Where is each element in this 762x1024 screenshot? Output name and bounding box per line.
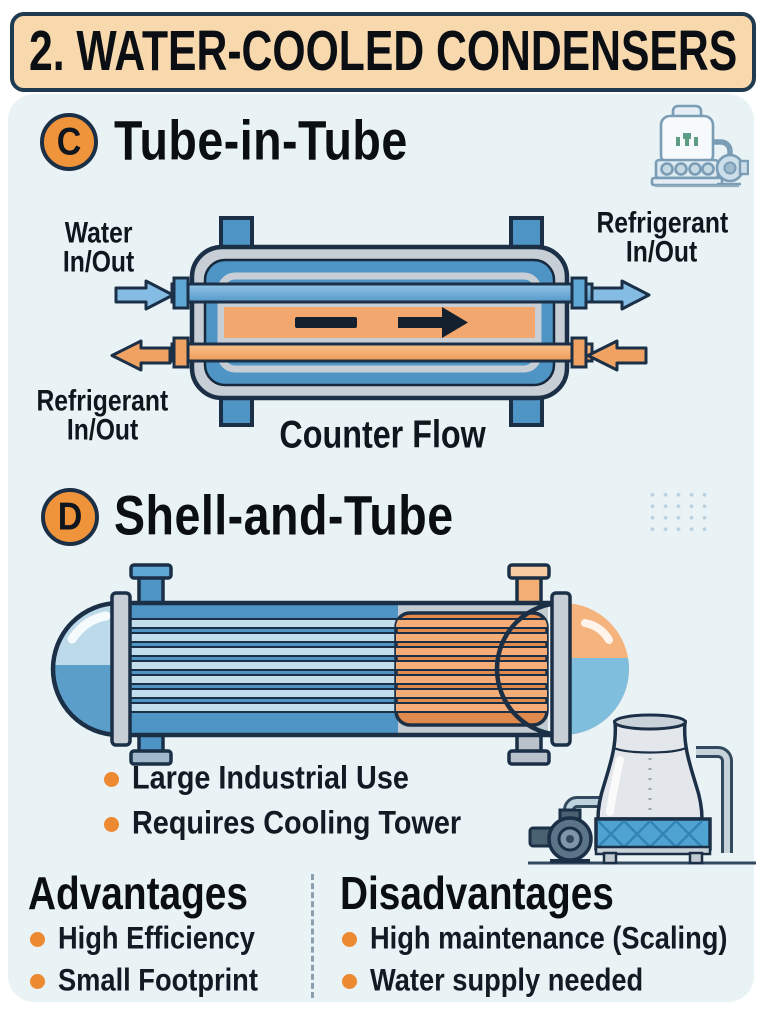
section-d-badge-letter: D	[57, 494, 83, 539]
refrigerant-annulus	[224, 302, 535, 343]
section-c-badge-letter: C	[56, 119, 82, 164]
tower-shell	[596, 713, 704, 821]
column-divider	[311, 874, 314, 998]
list-item: High Efficiency	[30, 922, 268, 956]
bullet-icon	[104, 816, 119, 832]
section-c-title: Tube-in-Tube	[114, 110, 408, 173]
list-item: Large Industrial Use	[104, 761, 420, 796]
refrigerant-in-out-label-left: Refrigerant In/Out	[36, 382, 169, 447]
bullet-icon	[30, 974, 45, 989]
disadvantages-heading: Disadvantages	[340, 868, 614, 920]
page-title: 2. WATER-COOLED CONDENSERS	[28, 20, 738, 83]
water-basin	[594, 817, 712, 865]
water-flow-arrow-icons	[114, 279, 651, 311]
list-item: Requires Cooling Tower	[104, 806, 475, 841]
tank-logo-mark	[676, 133, 698, 146]
counter-flow-caption: Counter Flow	[279, 413, 486, 457]
list-item: High maintenance (Scaling)	[342, 922, 750, 956]
water-pipe	[170, 276, 594, 310]
refrigerant-in-out-label-right: Refrigerant In/Out	[596, 204, 728, 269]
section-d-badge: D	[41, 488, 99, 546]
cooling-tower-illustration	[528, 713, 756, 865]
water-in-out-label: Water In/Out	[63, 214, 135, 279]
end-flanges	[110, 591, 572, 747]
water-tubes	[127, 618, 399, 713]
right-dome	[563, 603, 629, 735]
bullet-icon	[342, 932, 357, 947]
list-item: Water supply needed	[342, 964, 661, 998]
shell-and-tube-diagram	[50, 563, 629, 766]
list-item: Small Footprint	[30, 964, 271, 998]
dot-grid-decoration	[646, 489, 710, 533]
section-d-title: Shell-and-Tube	[114, 485, 454, 548]
bullet-icon	[30, 932, 45, 947]
flow-arrow-icons	[295, 307, 468, 338]
tube-in-tube-diagram	[110, 216, 651, 427]
section-c-badge: C	[40, 113, 98, 171]
refrigerant-flow-arrow-icons	[110, 339, 648, 372]
title-banner: 2. WATER-COOLED CONDENSERS	[10, 12, 756, 92]
bullet-icon	[104, 771, 119, 787]
refrigerant-tube-bundle	[394, 611, 549, 727]
bullet-icon	[342, 974, 357, 989]
condenser-tank-icon	[650, 104, 749, 188]
left-dome	[53, 603, 119, 735]
pump-icon	[528, 808, 593, 863]
advantages-heading: Advantages	[28, 868, 248, 920]
